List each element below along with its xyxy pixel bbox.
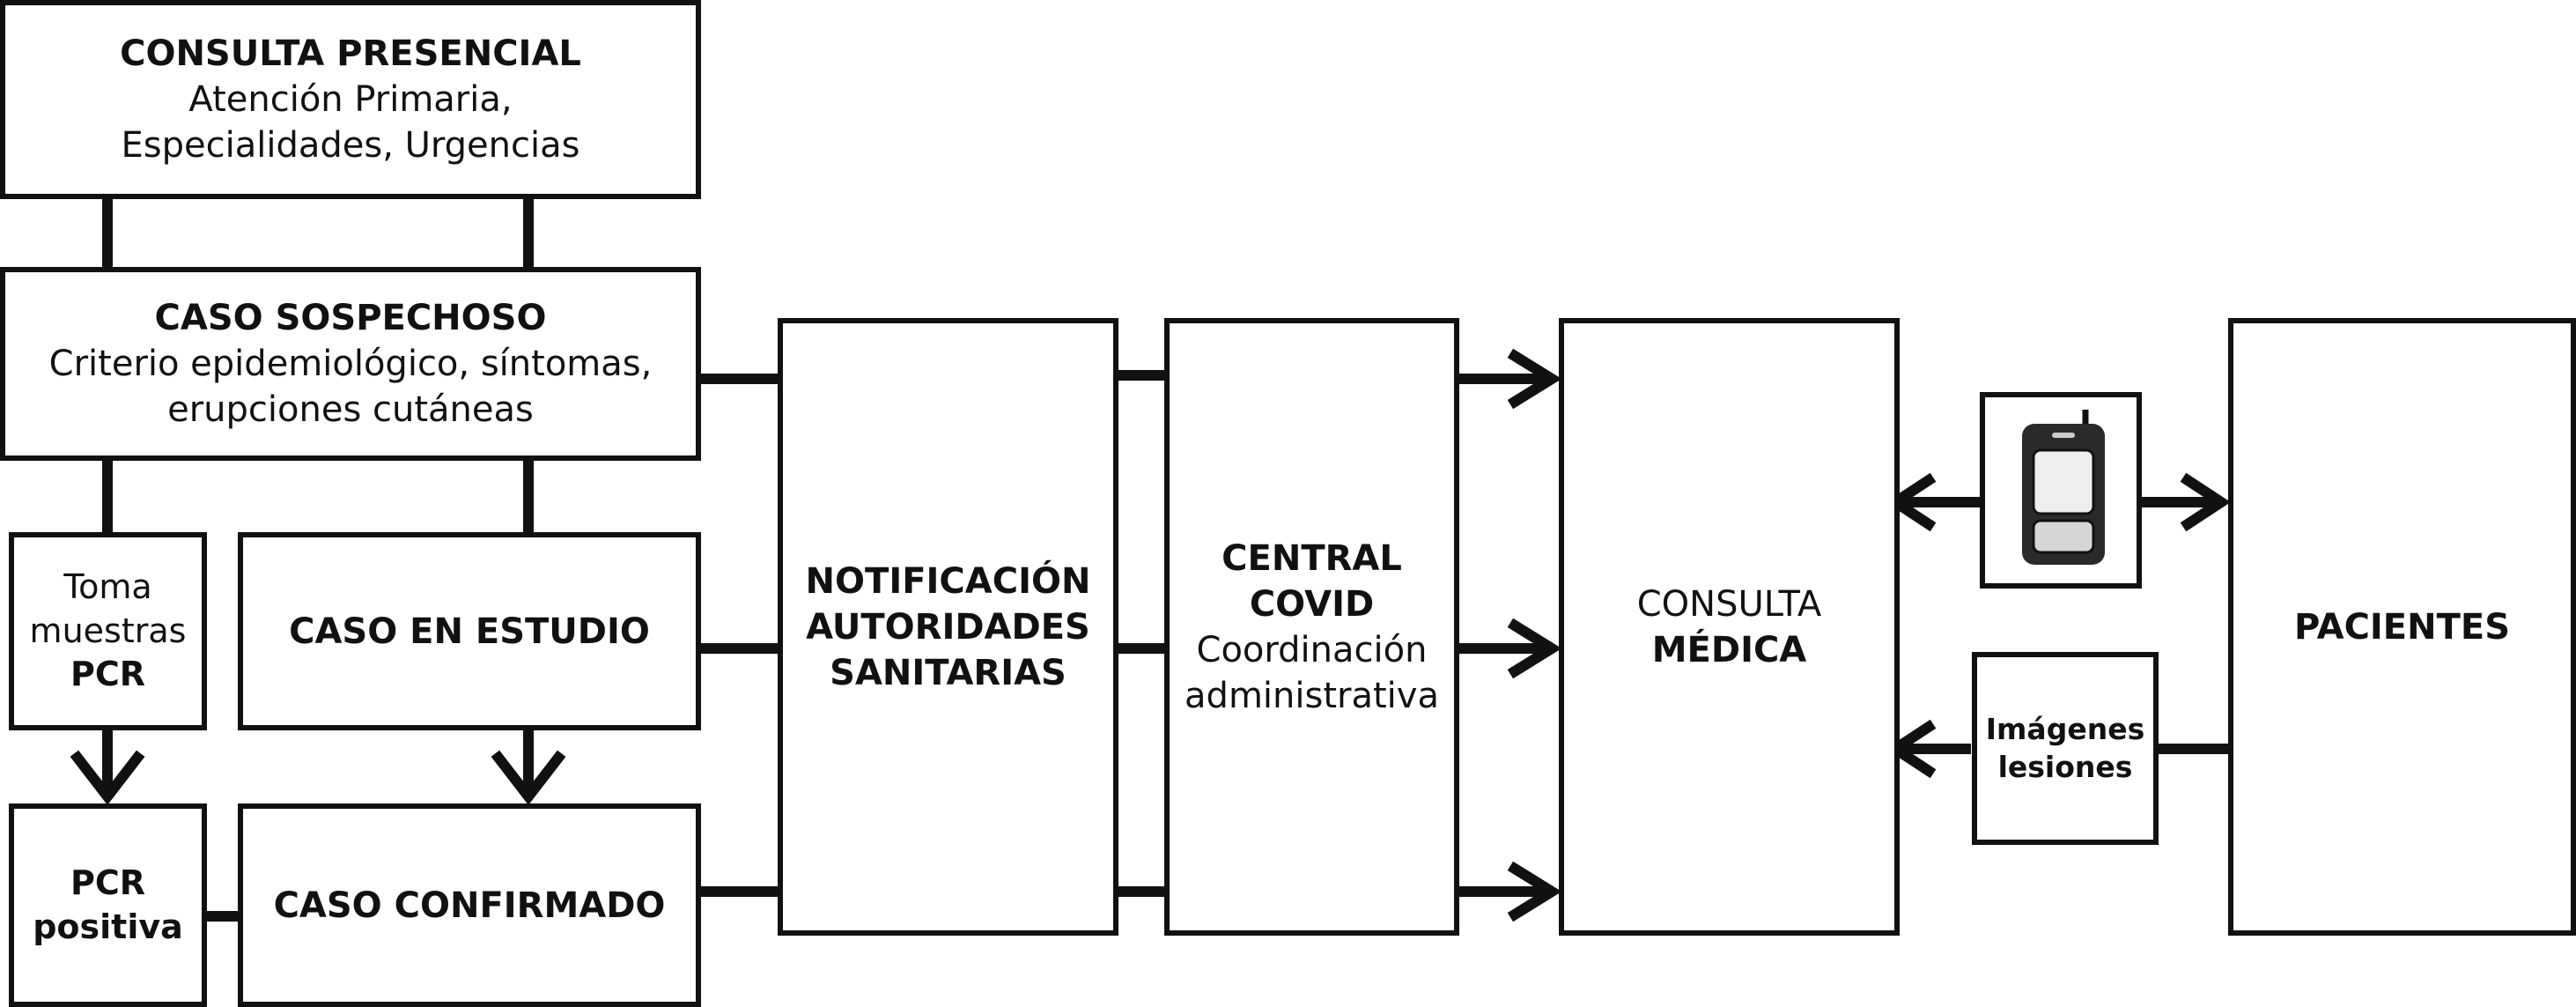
consulta-medica-box: CONSULTA MÉDICA (1559, 318, 1900, 936)
consulta-presencial-line1: Atención Primaria, (188, 79, 513, 120)
arrowhead-toma-pcr (70, 750, 145, 805)
arrowhead-central-medica-mid (1507, 618, 1562, 679)
caso-confirmado-title: CASO CONFIRMADO (273, 885, 666, 926)
toma-muestras-line3: PCR (70, 655, 145, 694)
notificacion-box: NOTIFICACIÓN AUTORIDADES SANITARIAS (778, 318, 1118, 936)
consulta-medica-line1: CONSULTA (1636, 583, 1822, 625)
pcr-positiva-line1: PCR (70, 863, 145, 903)
central-covid-line3: Coordinación (1196, 629, 1428, 670)
pacientes-box: PACIENTES (2228, 318, 2576, 936)
toma-muestras-line2: muestras (29, 611, 187, 650)
consulta-presencial-box: CONSULTA PRESENCIAL Atención Primaria, E… (0, 0, 701, 199)
consulta-medica-line2: MÉDICA (1651, 629, 1807, 670)
caso-sospechoso-box: CASO SOSPECHOSO Criterio epidemiológico,… (0, 267, 701, 461)
notificacion-line1: NOTIFICACIÓN (805, 560, 1091, 602)
arrowhead-central-medica-bottom (1507, 861, 1562, 922)
caso-estudio-title: CASO EN ESTUDIO (289, 611, 650, 652)
arrowhead-estudio-confirmado (491, 750, 566, 805)
central-covid-line1: CENTRAL (1222, 537, 1402, 579)
arrowhead-phone-pacientes (2180, 472, 2231, 532)
consulta-presencial-title: CONSULTA PRESENCIAL (120, 33, 581, 74)
notificacion-line2: AUTORIDADES (806, 606, 1090, 648)
arrowhead-central-medica-top (1507, 348, 1562, 410)
pacientes-title: PACIENTES (2293, 606, 2511, 648)
central-covid-box-main: CENTRAL COVID Coordinación administrativ… (1164, 318, 1459, 936)
caso-sospechoso-line2: erupciones cutáneas (167, 389, 534, 430)
caso-confirmado-box: CASO CONFIRMADO (238, 803, 701, 1007)
notificacion-line3: SANITARIAS (830, 652, 1067, 693)
pcr-positiva-box: PCR positiva (9, 803, 207, 1007)
consulta-presencial-line2: Especialidades, Urgencias (121, 125, 580, 166)
central-covid-line2: COVID (1249, 583, 1375, 625)
caso-sospechoso-line1: Criterio epidemiológico, síntomas, (48, 344, 653, 384)
toma-muestras-line1: Toma (63, 567, 152, 607)
central-covid-line4: administrativa (1185, 675, 1439, 716)
toma-muestras-box: Toma muestras PCR (9, 532, 207, 730)
caso-sospechoso-title: CASO SOSPECHOSO (154, 298, 547, 338)
imagenes-box: Imágenes lesiones (1972, 652, 2159, 845)
imagenes-line1: Imágenes (1985, 711, 2145, 746)
caso-estudio-box: CASO EN ESTUDIO (238, 532, 701, 730)
imagenes-line2: lesiones (1997, 749, 2133, 784)
pcr-positiva-line2: positiva (33, 907, 183, 946)
phone-box (1980, 392, 2142, 589)
mobile-phone-icon (2022, 410, 2105, 565)
